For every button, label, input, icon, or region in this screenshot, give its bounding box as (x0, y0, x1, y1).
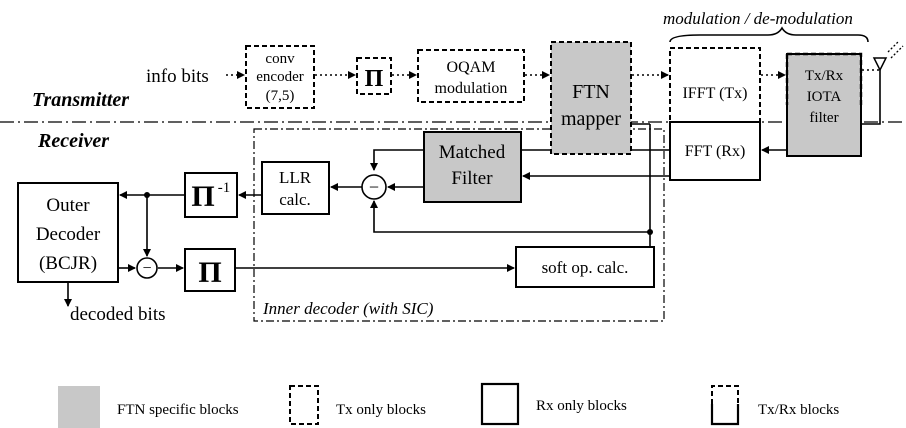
inner-decoder-frame (253, 128, 665, 322)
legend-ftn-swatch (58, 386, 100, 428)
sic-subtractor: − (361, 174, 387, 200)
legend-tx-swatch (289, 385, 319, 425)
svg-text:FFT (Rx): FFT (Rx) (685, 143, 746, 160)
svg-text:Decoder: Decoder (36, 224, 101, 245)
svg-text:mapper: mapper (561, 108, 621, 130)
legend-rx-swatch (480, 382, 520, 426)
svg-text:LLR: LLR (279, 168, 312, 187)
svg-text:Outer: Outer (46, 195, 90, 216)
ifft-fft-block: IFFT (Tx) FFT (Rx) (669, 47, 761, 181)
svg-text:(BCJR): (BCJR) (39, 253, 97, 274)
svg-text:IOTA: IOTA (807, 89, 842, 105)
svg-text:modulation: modulation (435, 80, 508, 97)
branch-dot-right (647, 229, 653, 235)
outer-decoder-block: Outer Decoder (BCJR) (17, 182, 119, 283)
legend-txrx-swatch (710, 385, 740, 426)
modulation-header: modulation / de-modulation (663, 9, 853, 28)
svg-text:Matched: Matched (439, 142, 506, 163)
soft-op-calc-block: soft op. calc. (515, 246, 655, 288)
svg-text:calc.: calc. (279, 190, 311, 209)
conv-encoder-block: conv encoder (7,5) (245, 45, 315, 109)
svg-text:soft op. calc.: soft op. calc. (542, 258, 629, 277)
svg-text:(7,5): (7,5) (266, 88, 295, 104)
svg-text:conv: conv (265, 51, 295, 67)
legend-tx-label: Tx only blocks (336, 402, 426, 418)
oqam-modulation-block: OQAM modulation (417, 49, 525, 103)
svg-text:OQAM: OQAM (447, 59, 496, 76)
tx-interleaver-block: Π (356, 57, 392, 95)
antenna-rx-line (862, 70, 881, 125)
soft-op-to-subtractor-arrow (370, 200, 650, 233)
legend-txrx-label: Tx/Rx blocks (758, 402, 839, 418)
ftn-mapper-block: FTN mapper (550, 41, 632, 155)
legend: FTN specific blocks Tx only blocks Rx on… (58, 382, 839, 428)
decoded-bits-label: decoded bits (70, 304, 166, 325)
receiver-label: Receiver (37, 130, 109, 152)
svg-text:Filter: Filter (451, 168, 493, 189)
svg-text:−: − (369, 177, 379, 197)
svg-text:Π: Π (365, 66, 384, 92)
rx-interleaver-block: Π (184, 248, 236, 292)
svg-text:Π: Π (191, 180, 214, 213)
inner-decoder-label: Inner decoder (with SIC) (262, 299, 434, 318)
iota-filter-block: Tx/Rx IOTA filter (785, 52, 863, 157)
legend-ftn-label: FTN specific blocks (117, 402, 239, 418)
info-bits-label: info bits (146, 66, 209, 87)
outer-subtractor: − (136, 257, 158, 279)
svg-text:filter: filter (809, 110, 838, 126)
svg-text:encoder: encoder (256, 69, 303, 85)
legend-rx-label: Rx only blocks (536, 398, 627, 414)
svg-text:−: − (142, 260, 151, 277)
antenna-icon (872, 41, 904, 72)
llr-calc-block: LLR calc. (261, 161, 330, 215)
svg-text:Tx/Rx: Tx/Rx (805, 68, 844, 84)
mf-feedback-arrow (370, 149, 424, 171)
svg-text:IFFT (Tx): IFFT (Tx) (682, 85, 747, 102)
svg-text:Π: Π (198, 256, 221, 289)
modulation-brace (669, 26, 869, 43)
deinterleaver-block: Π -1 (184, 172, 238, 218)
transmitter-label: Transmitter (32, 89, 129, 111)
svg-text:FTN: FTN (572, 81, 610, 103)
matched-filter-block: Matched Filter (423, 131, 522, 203)
svg-text:-1: -1 (218, 180, 231, 196)
